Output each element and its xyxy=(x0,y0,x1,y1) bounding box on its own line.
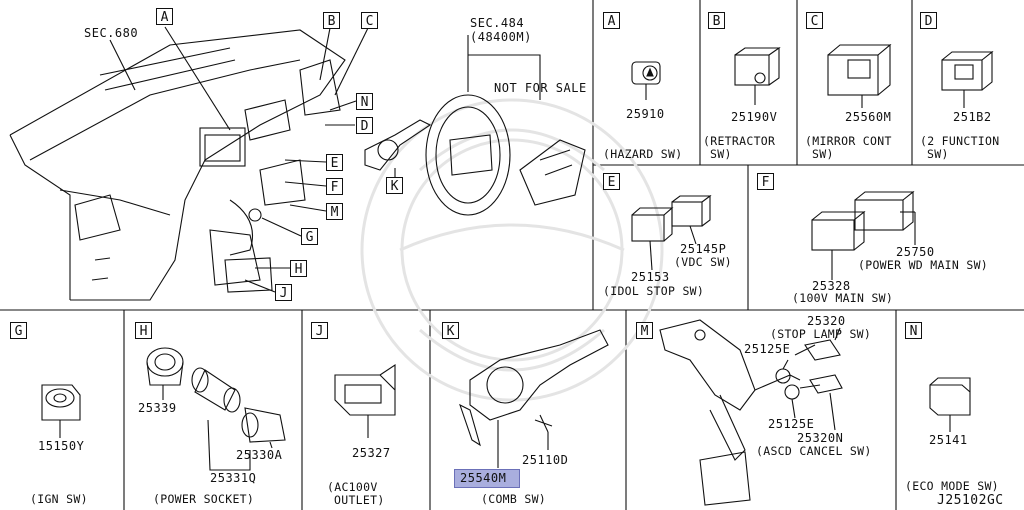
callout-m[interactable]: M xyxy=(326,203,343,220)
panel-j-caption-2: OUTLET) xyxy=(334,493,385,507)
ac100v-outlet-illustration xyxy=(334,363,396,438)
panel-e-vdc-label: (VDC SW) xyxy=(674,255,732,269)
panel-f-caption: (100V MAIN SW) xyxy=(792,291,894,305)
panel-f-part-25750[interactable]: 25750 xyxy=(896,245,935,259)
panel-m-part-25125e-upper[interactable]: 25125E xyxy=(744,342,791,356)
panel-g-caption: (IGN SW) xyxy=(30,492,88,506)
panel-k-part-25110d[interactable]: 25110D xyxy=(522,453,569,467)
panel-j-letter: J xyxy=(311,322,328,339)
panel-m-stop-lamp-label: (STOP LAMP SW) xyxy=(770,327,872,341)
panel-g-part-15150y[interactable]: 15150Y xyxy=(38,439,85,453)
panel-m-part-25125e-lower[interactable]: 25125E xyxy=(768,417,815,431)
callout-b[interactable]: B xyxy=(323,12,340,29)
panel-n-caption: (ECO MODE SW) xyxy=(905,479,999,493)
panel-j-caption-1: (AC100V xyxy=(327,480,378,494)
panel-j-part-25327[interactable]: 25327 xyxy=(352,446,391,460)
comb-switch-illustration xyxy=(364,119,432,178)
panel-b-caption-2: SW) xyxy=(710,147,732,161)
vdc-idle-stop-switch-illustration xyxy=(631,194,712,271)
panel-d-caption-1: (2 FUNCTION xyxy=(920,134,1000,148)
panel-h-part-25339[interactable]: 25339 xyxy=(138,401,177,415)
panel-h-caption: (POWER SOCKET) xyxy=(153,492,255,506)
panel-b-part-25190v[interactable]: 25190V xyxy=(731,110,778,124)
panel-a-part-25910[interactable]: 25910 xyxy=(626,107,665,121)
panel-h-part-25331q[interactable]: 25331Q xyxy=(210,471,257,485)
callout-d[interactable]: D xyxy=(356,117,373,134)
panel-e-letter: E xyxy=(603,173,620,190)
panel-c-caption-1: (MIRROR CONT xyxy=(805,134,892,148)
callout-f[interactable]: F xyxy=(326,178,343,195)
panel-m-part-25320n[interactable]: 25320N xyxy=(797,431,844,445)
dashboard-illustration xyxy=(9,26,369,301)
callout-e[interactable]: E xyxy=(326,154,343,171)
panel-e-caption: (IDOL STOP SW) xyxy=(603,284,705,298)
panel-d-letter: D xyxy=(920,12,937,29)
diagram-code: J25102GC xyxy=(937,493,1004,508)
ignition-switch-illustration xyxy=(41,384,81,438)
panel-n-part-25141[interactable]: 25141 xyxy=(929,433,968,447)
panel-m-ascd-cancel-label: (ASCD CANCEL SW) xyxy=(756,444,872,458)
panel-e-part-25145p[interactable]: 25145P xyxy=(680,242,727,256)
eco-mode-switch-illustration xyxy=(929,377,971,432)
callout-n[interactable]: N xyxy=(356,93,373,110)
sec-484-code-label: (48400M) xyxy=(470,30,532,44)
panel-f-letter: F xyxy=(757,173,774,190)
callout-j[interactable]: J xyxy=(275,284,292,301)
panel-f-power-wd-label: (POWER WD MAIN SW) xyxy=(858,258,989,272)
panel-c-part-25560m[interactable]: 25560M xyxy=(845,110,892,124)
panel-g-letter: G xyxy=(10,322,27,339)
combination-switch-illustration xyxy=(459,329,609,468)
steering-wheel-illustration xyxy=(425,35,586,216)
panel-m-part-25320[interactable]: 25320 xyxy=(807,314,846,328)
panel-b-letter: B xyxy=(708,12,725,29)
callout-c[interactable]: C xyxy=(361,12,378,29)
mirror-control-switch-illustration xyxy=(827,43,892,108)
panel-n-letter: N xyxy=(905,322,922,339)
not-for-sale-label: NOT FOR SALE xyxy=(494,81,587,95)
callout-k[interactable]: K xyxy=(386,177,403,194)
2-function-switch-illustration xyxy=(941,50,994,108)
panel-b-caption-1: (RETRACTOR xyxy=(703,134,776,148)
callout-g[interactable]: G xyxy=(301,228,318,245)
panel-h-letter: H xyxy=(135,322,152,339)
panel-d-part-251b2[interactable]: 251B2 xyxy=(953,110,992,124)
power-window-100v-switch-illustration xyxy=(811,190,916,280)
pedal-assembly-illustration xyxy=(659,319,843,506)
panel-k-caption: (COMB SW) xyxy=(481,492,547,506)
hazard-switch-illustration xyxy=(631,61,661,100)
watermark-emblem xyxy=(360,98,664,402)
panel-k-letter: K xyxy=(442,322,459,339)
sec-680-label: SEC.680 xyxy=(84,26,139,40)
sec-484-label: SEC.484 xyxy=(470,16,525,30)
part-highlight xyxy=(454,469,520,488)
panel-d-caption-2: SW) xyxy=(927,147,949,161)
panel-k-part-25540m[interactable]: 25540M xyxy=(460,471,507,485)
callout-h[interactable]: H xyxy=(290,260,307,277)
panel-a-letter: A xyxy=(603,12,620,29)
retractor-switch-illustration xyxy=(734,46,781,105)
panel-c-caption-2: SW) xyxy=(812,147,834,161)
panel-c-letter: C xyxy=(806,12,823,29)
callout-a[interactable]: A xyxy=(156,8,173,25)
panel-m-letter: M xyxy=(636,322,653,339)
panel-h-part-25330a[interactable]: 25330A xyxy=(236,448,283,462)
power-socket-illustration xyxy=(146,347,286,471)
panel-e-part-25153[interactable]: 25153 xyxy=(631,270,670,284)
panel-a-caption: (HAZARD SW) xyxy=(603,147,683,161)
panel-f-part-25328[interactable]: 25328 xyxy=(812,279,851,293)
